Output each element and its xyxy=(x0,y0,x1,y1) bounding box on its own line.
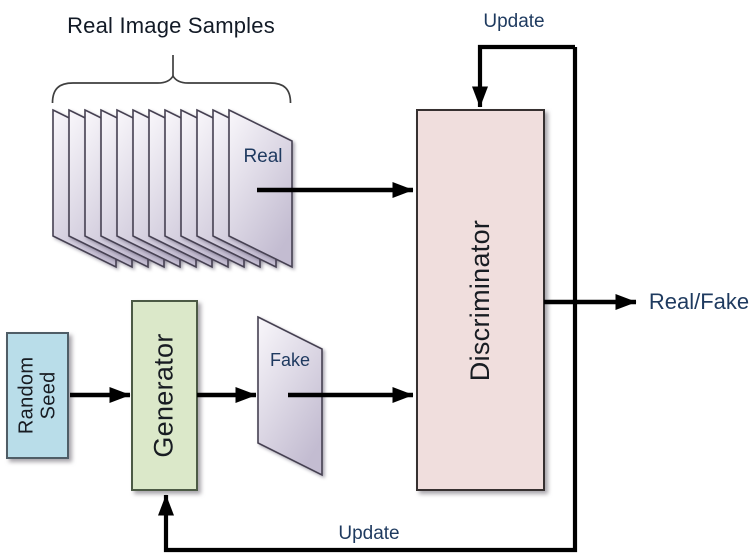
update-discriminator-arrow xyxy=(472,44,575,108)
brace xyxy=(51,74,292,104)
discriminator-label-wrap: Discriminator xyxy=(417,110,544,490)
random-seed-label-wrap: Random Seed xyxy=(7,333,68,458)
stack-brace-group xyxy=(51,55,292,104)
update-bottom-label: Update xyxy=(338,523,400,544)
real-card-label: Real xyxy=(243,146,283,167)
feedback-loops xyxy=(158,44,578,553)
generator-box xyxy=(131,300,198,491)
discriminator-label: Discriminator xyxy=(465,219,496,381)
random-seed-box xyxy=(6,332,69,459)
generator-label: Generator xyxy=(149,333,179,458)
real-image-stack xyxy=(52,108,293,269)
fake-card-label: Fake xyxy=(269,350,311,370)
update-generator-arrow xyxy=(158,47,578,553)
output-label: Real/Fake xyxy=(648,289,750,314)
discriminator-box xyxy=(416,109,545,491)
random-seed-label: Random Seed xyxy=(15,356,60,435)
stack-title: Real Image Samples xyxy=(67,13,275,38)
update-top-label: Update xyxy=(483,11,545,32)
flow-arrows xyxy=(70,182,637,403)
generator-label-wrap: Generator xyxy=(132,301,197,490)
